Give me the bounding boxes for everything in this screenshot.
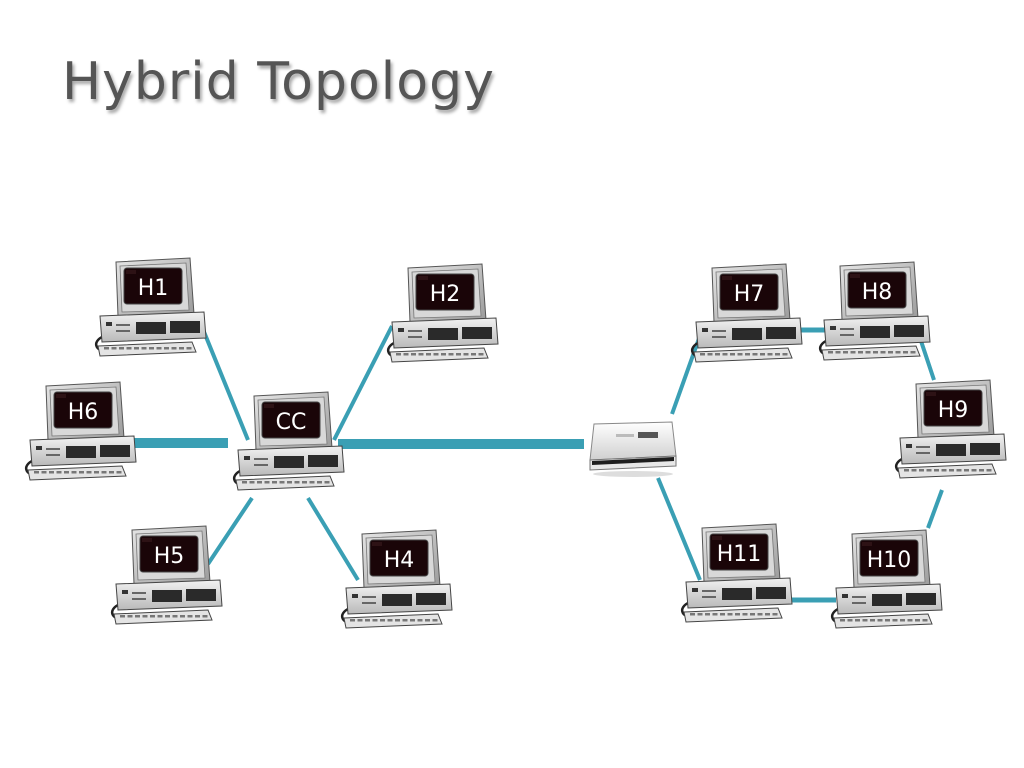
node-h5: H5 bbox=[110, 525, 223, 625]
node-h10: H10 bbox=[830, 529, 943, 629]
computer-icon bbox=[232, 391, 345, 491]
node-label-h7: H7 bbox=[734, 282, 765, 307]
node-h4: H4 bbox=[340, 529, 453, 629]
link-sw-h11 bbox=[656, 477, 702, 581]
node-h11: H11 bbox=[680, 523, 793, 623]
node-label-h4: H4 bbox=[384, 548, 415, 573]
link-h4-cc bbox=[306, 496, 360, 582]
node-h9: H9 bbox=[894, 379, 1007, 479]
link-h1-cc bbox=[198, 321, 250, 441]
node-label-cc: CC bbox=[276, 410, 307, 435]
slide-title: Hybrid Topology bbox=[62, 52, 495, 112]
node-label-h6: H6 bbox=[68, 400, 99, 425]
node-label-h8: H8 bbox=[862, 280, 893, 305]
node-cc: CC bbox=[232, 391, 345, 491]
computer-icon bbox=[94, 257, 207, 357]
computer-icon bbox=[110, 525, 223, 625]
node-label-h2: H2 bbox=[430, 282, 461, 307]
node-label-h10: H10 bbox=[867, 548, 912, 573]
computer-icon bbox=[818, 261, 931, 361]
node-label-h1: H1 bbox=[138, 276, 169, 301]
switch-icon bbox=[589, 421, 677, 477]
node-h6: H6 bbox=[24, 381, 137, 481]
node-h7: H7 bbox=[690, 263, 803, 363]
computer-icon bbox=[894, 379, 1007, 479]
computer-icon bbox=[680, 523, 793, 623]
computer-icon bbox=[830, 529, 943, 629]
node-label-h11: H11 bbox=[717, 542, 762, 567]
node-h8: H8 bbox=[818, 261, 931, 361]
node-h2: H2 bbox=[386, 263, 499, 363]
link-h2-cc bbox=[332, 325, 394, 441]
computer-icon bbox=[340, 529, 453, 629]
computer-icon bbox=[24, 381, 137, 481]
network-switch bbox=[589, 421, 677, 477]
computer-icon bbox=[690, 263, 803, 363]
node-h1: H1 bbox=[94, 257, 207, 357]
node-label-h9: H9 bbox=[938, 398, 969, 423]
link-h5-cc bbox=[206, 496, 254, 566]
computer-icon bbox=[386, 263, 499, 363]
link-h9-h10 bbox=[926, 489, 944, 529]
node-label-h5: H5 bbox=[154, 544, 185, 569]
